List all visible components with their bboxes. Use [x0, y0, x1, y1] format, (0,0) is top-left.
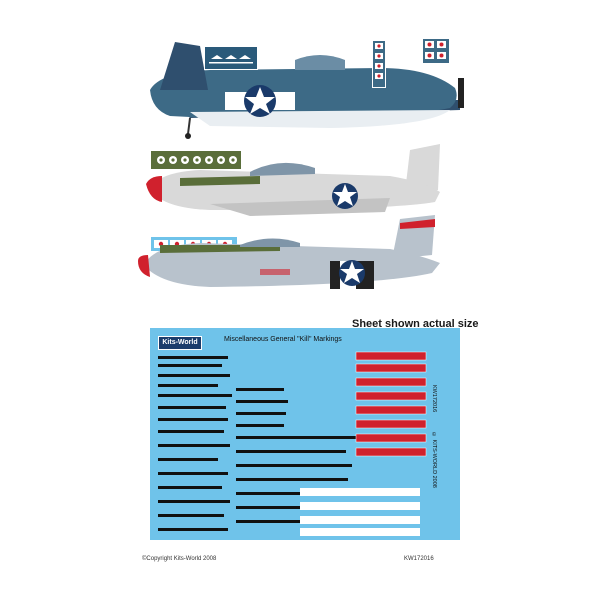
- sheet-side-copyright: © KITS-WORLD 2008: [431, 432, 437, 488]
- hellcat-flag-column: [372, 40, 386, 88]
- product-code: KW172016: [404, 556, 434, 562]
- hellcat-kill-panel: [204, 46, 258, 70]
- sheet-caption: Sheet shown actual size: [352, 318, 479, 330]
- mustang-kill-panel: [150, 150, 242, 170]
- kill-markings-grid: [158, 351, 427, 536]
- thunderbolt-illustration: [138, 215, 440, 289]
- sheet-title: Miscellaneous General "Kill" Markings: [224, 336, 342, 343]
- sheet-side-code: KW172016: [431, 385, 437, 413]
- copyright-text: ©Copyright Kits-World 2008: [142, 556, 217, 562]
- hellcat-flag-grid: [422, 38, 450, 64]
- brand-logo: Kits-World: [158, 336, 202, 350]
- mustang-illustration: [146, 144, 440, 216]
